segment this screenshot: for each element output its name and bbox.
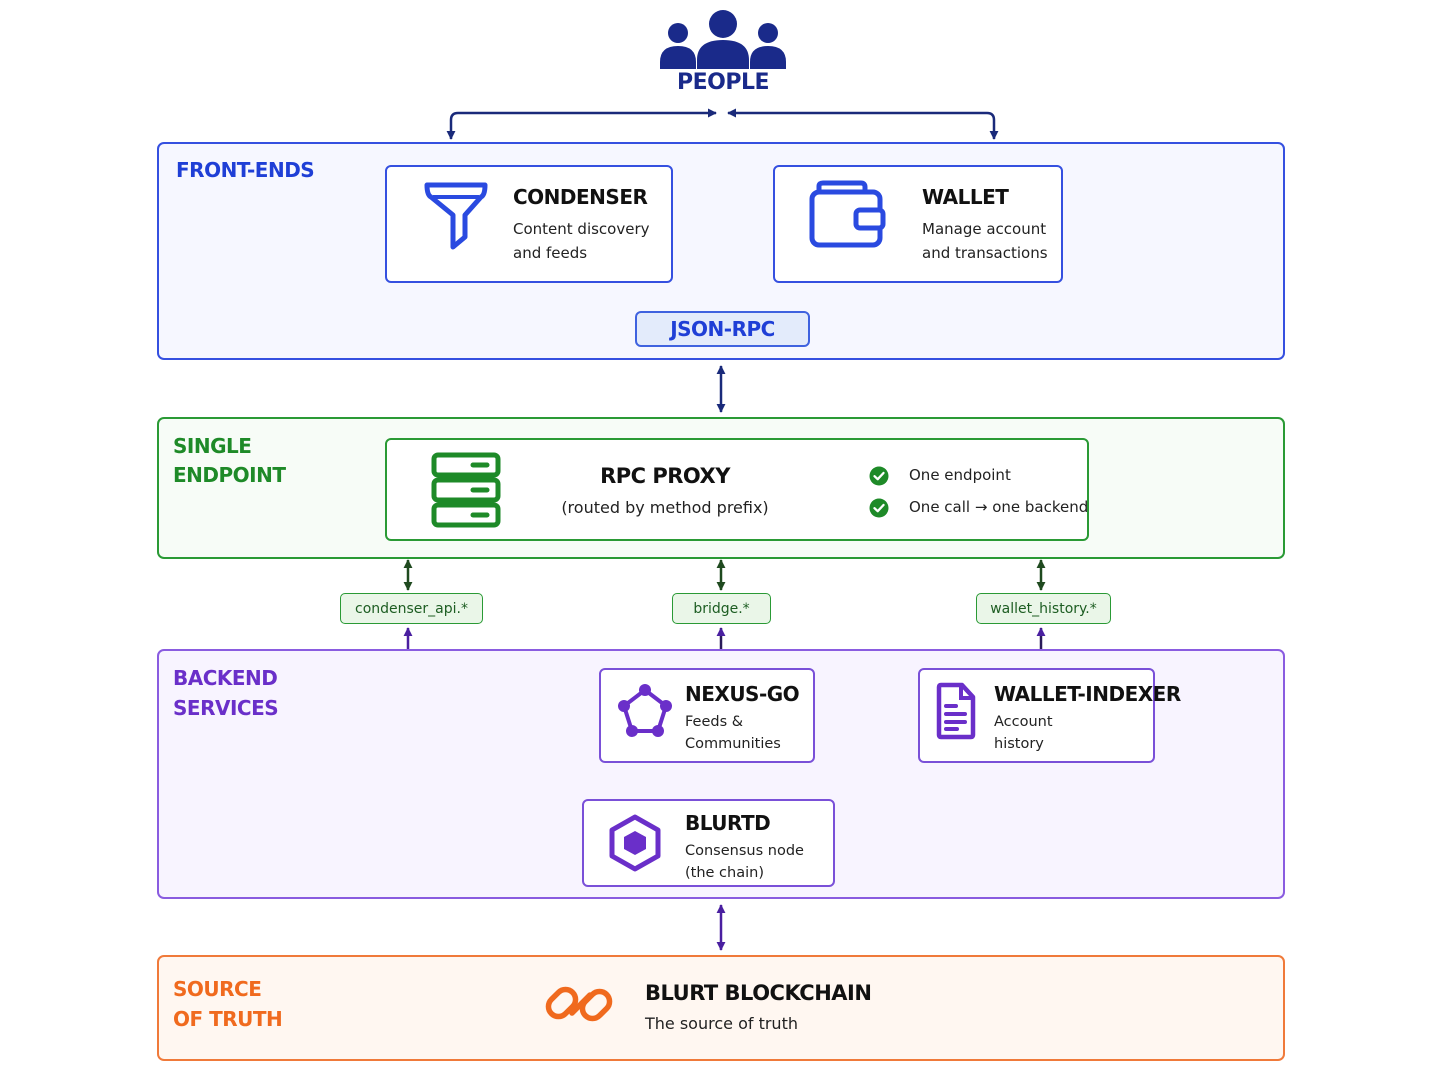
route-tag-condenser-api[interactable]: condenser_api.* [340,593,483,624]
json-rpc-badge[interactable]: JSON-RPC [635,311,810,347]
wallet-card[interactable]: WALLET Manage account and transactions [773,165,1063,283]
chain-link-icon [545,986,613,1022]
wallet-icon [809,180,886,248]
wallet-indexer-card[interactable]: WALLET-INDEXER Account history [918,668,1181,763]
front-ends-title: FRONT-ENDS [176,158,315,182]
funnel-icon [424,182,488,250]
condenser-title: CONDENSER [513,185,648,209]
condenser-card[interactable]: CONDENSER Content discovery and feeds [385,165,673,283]
people-to-condenser-arrow [446,108,717,140]
single-endpoint-title-line2: ENDPOINT [173,463,286,487]
check-circle-icon [869,466,889,486]
wallet-title: WALLET [922,185,1009,209]
nexus-go-line2: Communities [685,736,781,752]
blockchain-title: BLURT BLOCKCHAIN [645,981,872,1005]
single-endpoint-title-line1: SINGLE [173,434,252,458]
source-of-truth-title-line1: SOURCE [173,977,262,1001]
network-icon [618,684,672,737]
route-tag-wallet-history[interactable]: wallet_history.* [976,593,1111,624]
wallet-indexer-line1: Account [994,714,1053,730]
feature-label: One endpoint [909,466,1011,484]
condenser-line2: and feeds [513,244,588,262]
check-circle-icon [869,498,889,518]
rpc-proxy-card[interactable]: RPC PROXY (routed by method prefix) One … [385,438,1089,541]
backend-services-title-line2: SERVICES [173,696,279,720]
wallet-line1: Manage account [922,220,1047,238]
source-of-truth-layer [157,955,1285,1061]
source-of-truth-title-line2: OF TRUTH [173,1007,283,1031]
people-label: PEOPLE [676,70,770,95]
feature-label: One call → one backend [909,498,1089,516]
people-icon [660,10,786,69]
blurtd-line2: (the chain) [685,865,764,881]
route-tag-bridge[interactable]: bridge.* [672,593,771,624]
json-rpc-label: JSON-RPC [670,317,775,341]
blurtd-card[interactable]: BLURTD Consensus node (the chain) [582,799,835,887]
backend-services-title-line1: BACKEND [173,666,278,690]
document-icon [936,682,976,740]
wallet-indexer-title: WALLET-INDEXER [994,682,1181,706]
blurtd-title: BLURTD [685,811,771,835]
wallet-indexer-line2: history [994,736,1044,752]
people-to-wallet-arrow [727,108,999,140]
server-icon [431,452,501,528]
nexus-go-card[interactable]: NEXUS-GO Feeds & Communities [599,668,815,763]
nexus-go-line1: Feeds & [685,714,744,730]
condenser-line1: Content discovery [513,220,650,238]
rpc-proxy-title: RPC PROXY [600,464,730,488]
wallet-line2: and transactions [922,244,1048,262]
blockchain-subtitle: The source of truth [645,1014,798,1033]
blurtd-line1: Consensus node [685,843,804,859]
nexus-go-title: NEXUS-GO [685,682,800,706]
hexagon-icon [609,814,661,872]
rpc-proxy-subtitle: (routed by method prefix) [561,498,769,517]
